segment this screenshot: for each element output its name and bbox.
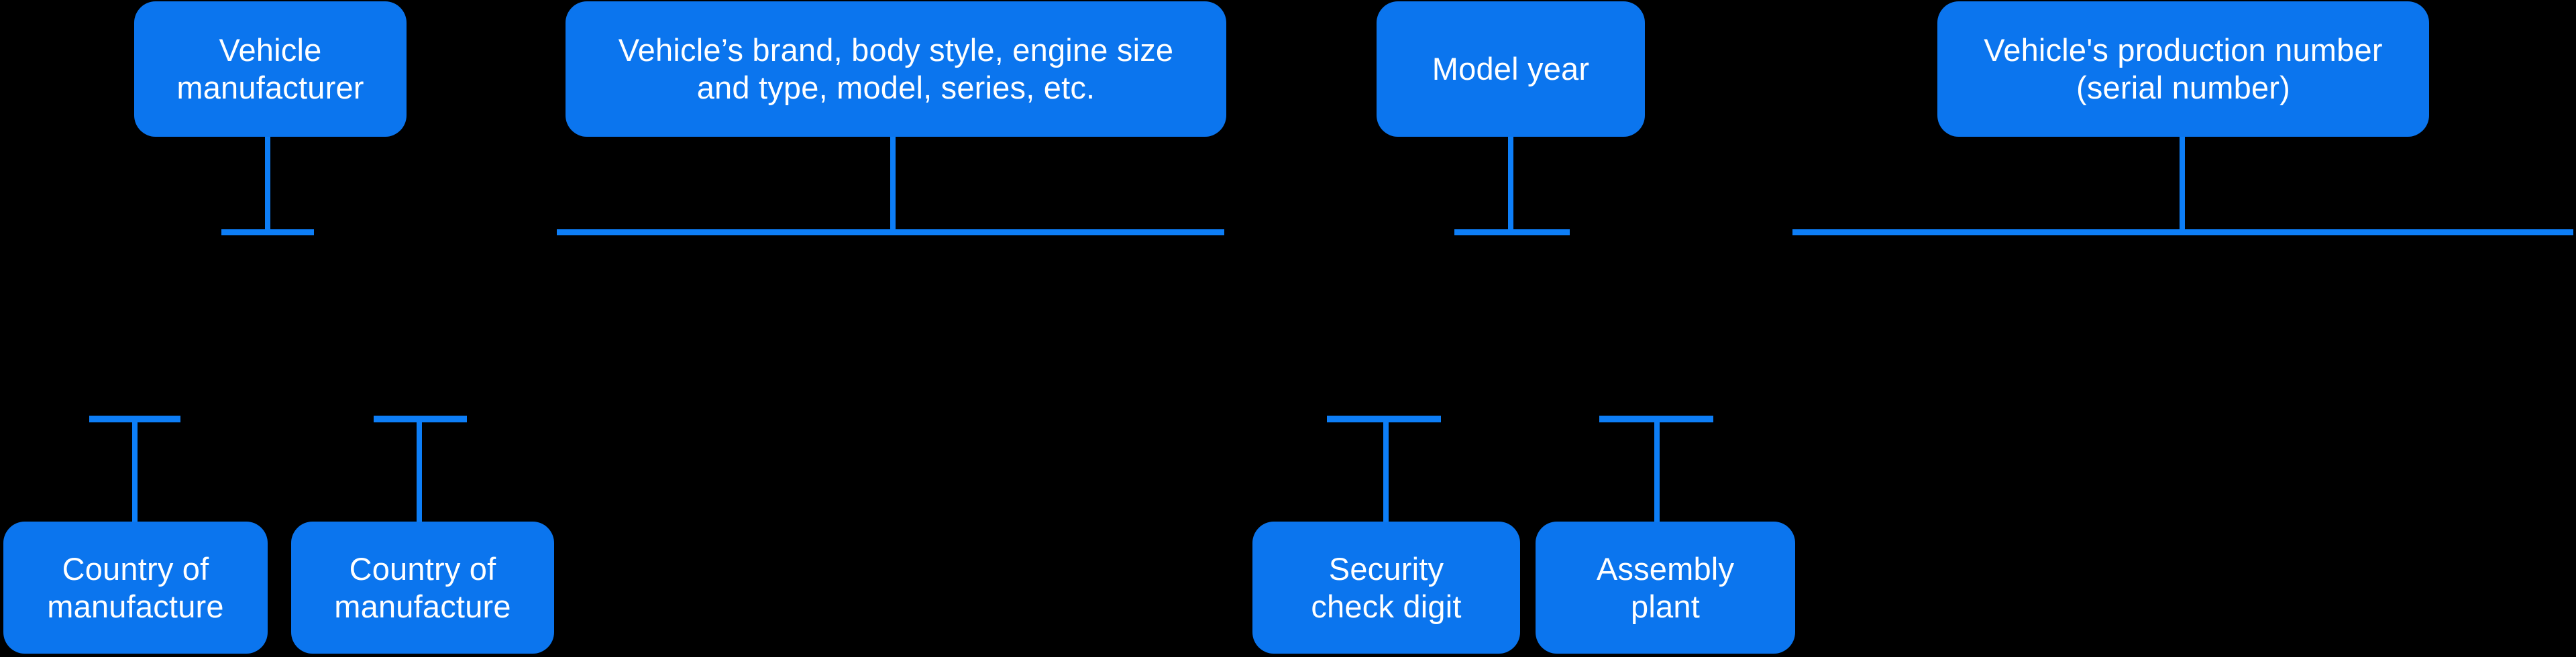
node-model-year: Model year <box>1377 1 1645 137</box>
node-label-line: Security <box>1328 550 1444 587</box>
node-label-line: manufacture <box>334 588 511 624</box>
connector-bar-country-of-manufacture-2 <box>374 416 467 422</box>
connector-bar-brand-attributes <box>557 229 1224 235</box>
connector-bar-assembly-plant <box>1599 416 1713 422</box>
node-label-line: Assembly <box>1596 550 1735 587</box>
connector-stem-security-check-digit <box>1383 422 1389 522</box>
connector-bar-model-year <box>1454 229 1570 235</box>
node-brand-attributes: Vehicle’s brand, body style, engine size… <box>566 1 1226 137</box>
node-production-number: Vehicle's production number (serial numb… <box>1937 1 2429 137</box>
connector-bar-production-number <box>1792 229 2573 235</box>
node-label-line: Model year <box>1432 51 1590 86</box>
node-label-line: plant <box>1631 588 1700 624</box>
connector-stem-model-year <box>1508 137 1513 235</box>
node-country-of-manufacture-1: Country of manufacture <box>3 522 268 654</box>
connector-stem-production-number <box>2180 137 2185 235</box>
node-country-of-manufacture-2: Country of manufacture <box>291 522 554 654</box>
node-label-line: manufacturer <box>176 70 364 105</box>
connector-stem-country-of-manufacture-2 <box>417 422 422 522</box>
connector-bar-country-of-manufacture-1 <box>89 416 180 422</box>
connector-stem-brand-attributes <box>890 137 896 235</box>
connector-bar-security-check-digit <box>1327 416 1441 422</box>
node-label-line: (serial number) <box>2076 70 2291 105</box>
node-label-line: and type, model, series, etc. <box>696 70 1095 105</box>
node-label-line: Vehicle <box>219 32 322 68</box>
node-label-line: check digit <box>1311 588 1462 624</box>
node-label-line: Country of <box>62 550 209 587</box>
node-security-check-digit: Security check digit <box>1252 522 1520 654</box>
node-vehicle-manufacturer: Vehicle manufacturer <box>134 1 407 137</box>
connector-stem-assembly-plant <box>1654 422 1660 522</box>
node-label-line: Vehicle's production number <box>1984 32 2383 68</box>
node-label-line: Vehicle’s brand, body style, engine size <box>618 32 1174 68</box>
connector-stem-country-of-manufacture-1 <box>132 422 138 522</box>
connector-bar-vehicle-manufacturer <box>221 229 314 235</box>
node-label-line: manufacture <box>47 588 224 624</box>
node-assembly-plant: Assembly plant <box>1536 522 1795 654</box>
connector-stem-vehicle-manufacturer <box>265 137 270 235</box>
node-label-line: Country of <box>349 550 496 587</box>
